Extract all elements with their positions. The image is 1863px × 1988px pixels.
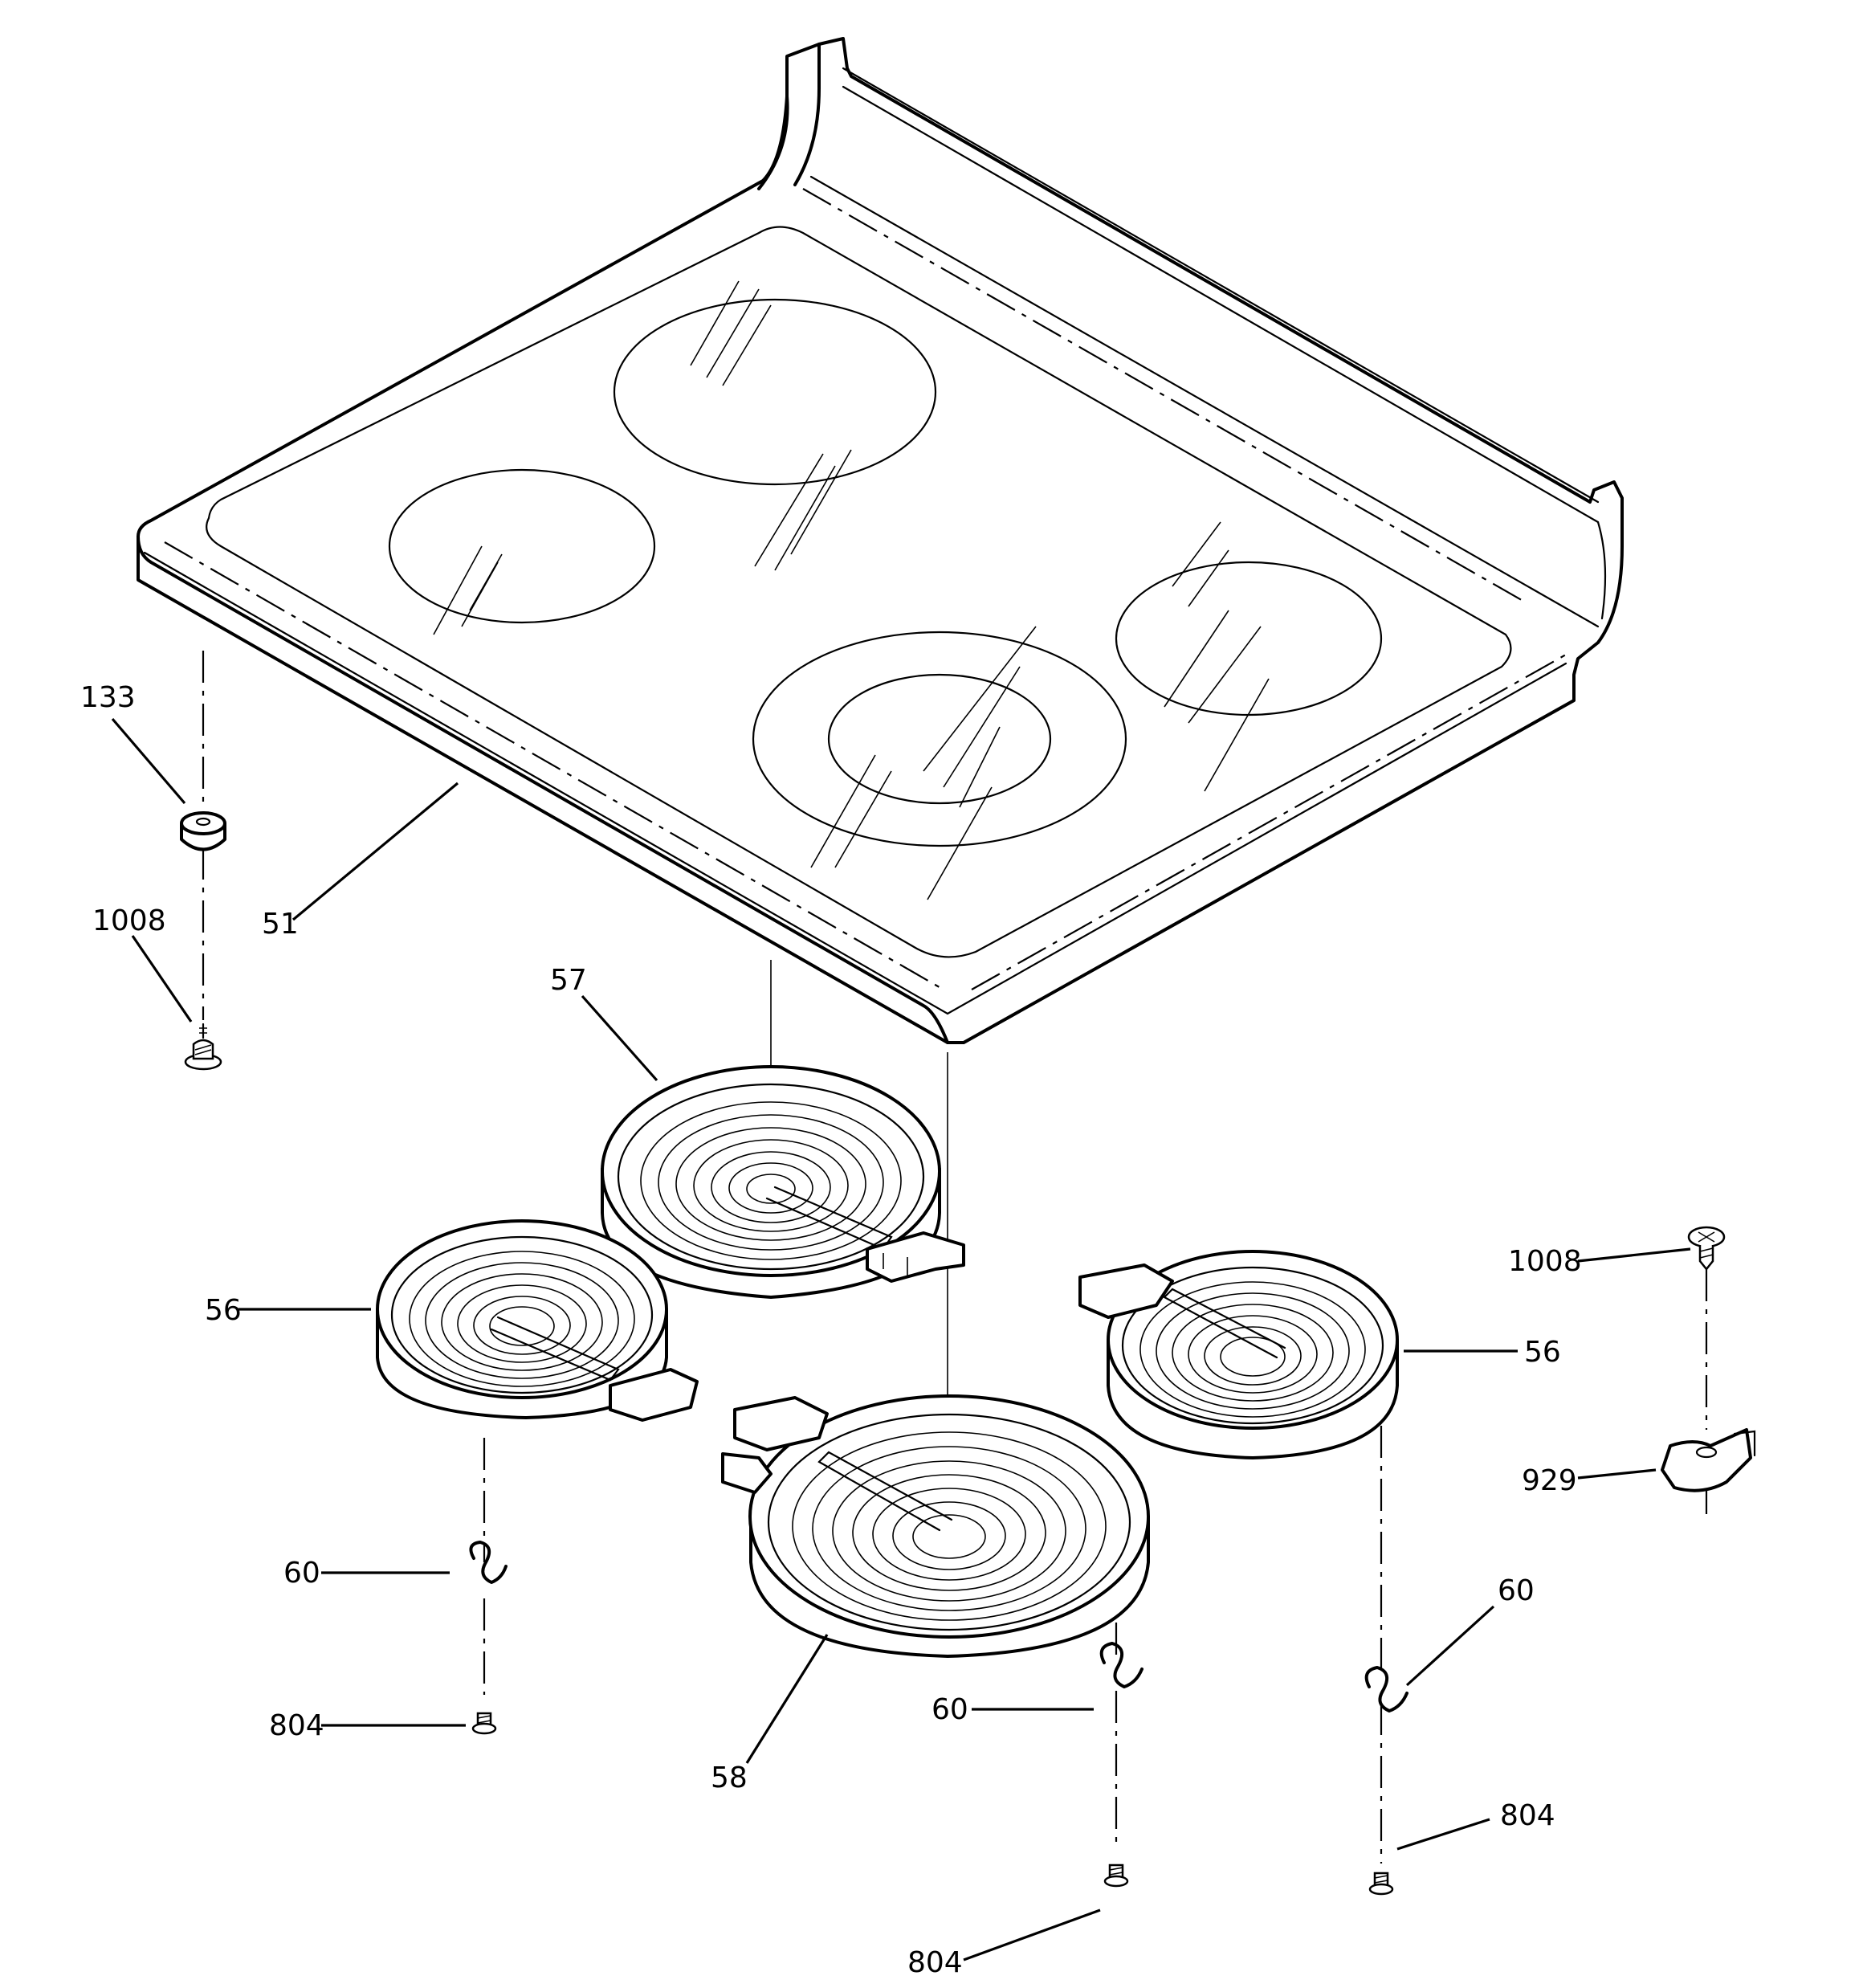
element-56-right [1078,1250,1399,1459]
element-57 [601,1065,965,1299]
callout-1008-left: 1008 [92,904,166,937]
screw-left-1008 [184,1023,222,1071]
callout-labels: 133 51 1008 57 56 56 1008 929 60 60 60 5… [80,681,1582,1979]
callout-133: 133 [80,681,136,714]
callout-804-center: 804 [907,1946,963,1979]
callout-804-right: 804 [1500,1799,1555,1832]
burner-ring-rear-left [388,468,656,624]
clip-left-60 [469,1541,508,1584]
callout-60-left: 60 [283,1557,320,1590]
callout-56-left: 56 [205,1294,242,1327]
callout-51: 51 [262,908,299,941]
burner-ring-rear-center [613,298,937,486]
cooktop-glass-assembly [137,37,1624,1044]
leader-lines [111,717,1691,1961]
callout-57: 57 [550,964,587,997]
element-58 [721,1394,1150,1658]
element-56-left [376,1219,699,1422]
callout-56-right: 56 [1524,1336,1561,1369]
bumper-grommet [180,811,226,851]
callout-60-center: 60 [932,1693,968,1726]
clip-right-60 [1364,1666,1408,1712]
bracket-929 [1661,1428,1756,1492]
screw-right-804 [1368,1872,1394,1896]
callout-1008-right: 1008 [1508,1245,1582,1278]
clip-center-60 [1099,1642,1143,1688]
burner-ring-front-outer [752,631,1127,847]
callout-58: 58 [711,1761,748,1794]
callout-929: 929 [1522,1464,1577,1497]
screw-center-804 [1103,1863,1129,1888]
screw-left-804 [471,1712,497,1735]
screw-right-1008 [1687,1226,1726,1272]
callout-804-left: 804 [269,1709,324,1742]
callout-60-right: 60 [1498,1574,1535,1607]
burner-ring-front-inner [827,673,1052,805]
